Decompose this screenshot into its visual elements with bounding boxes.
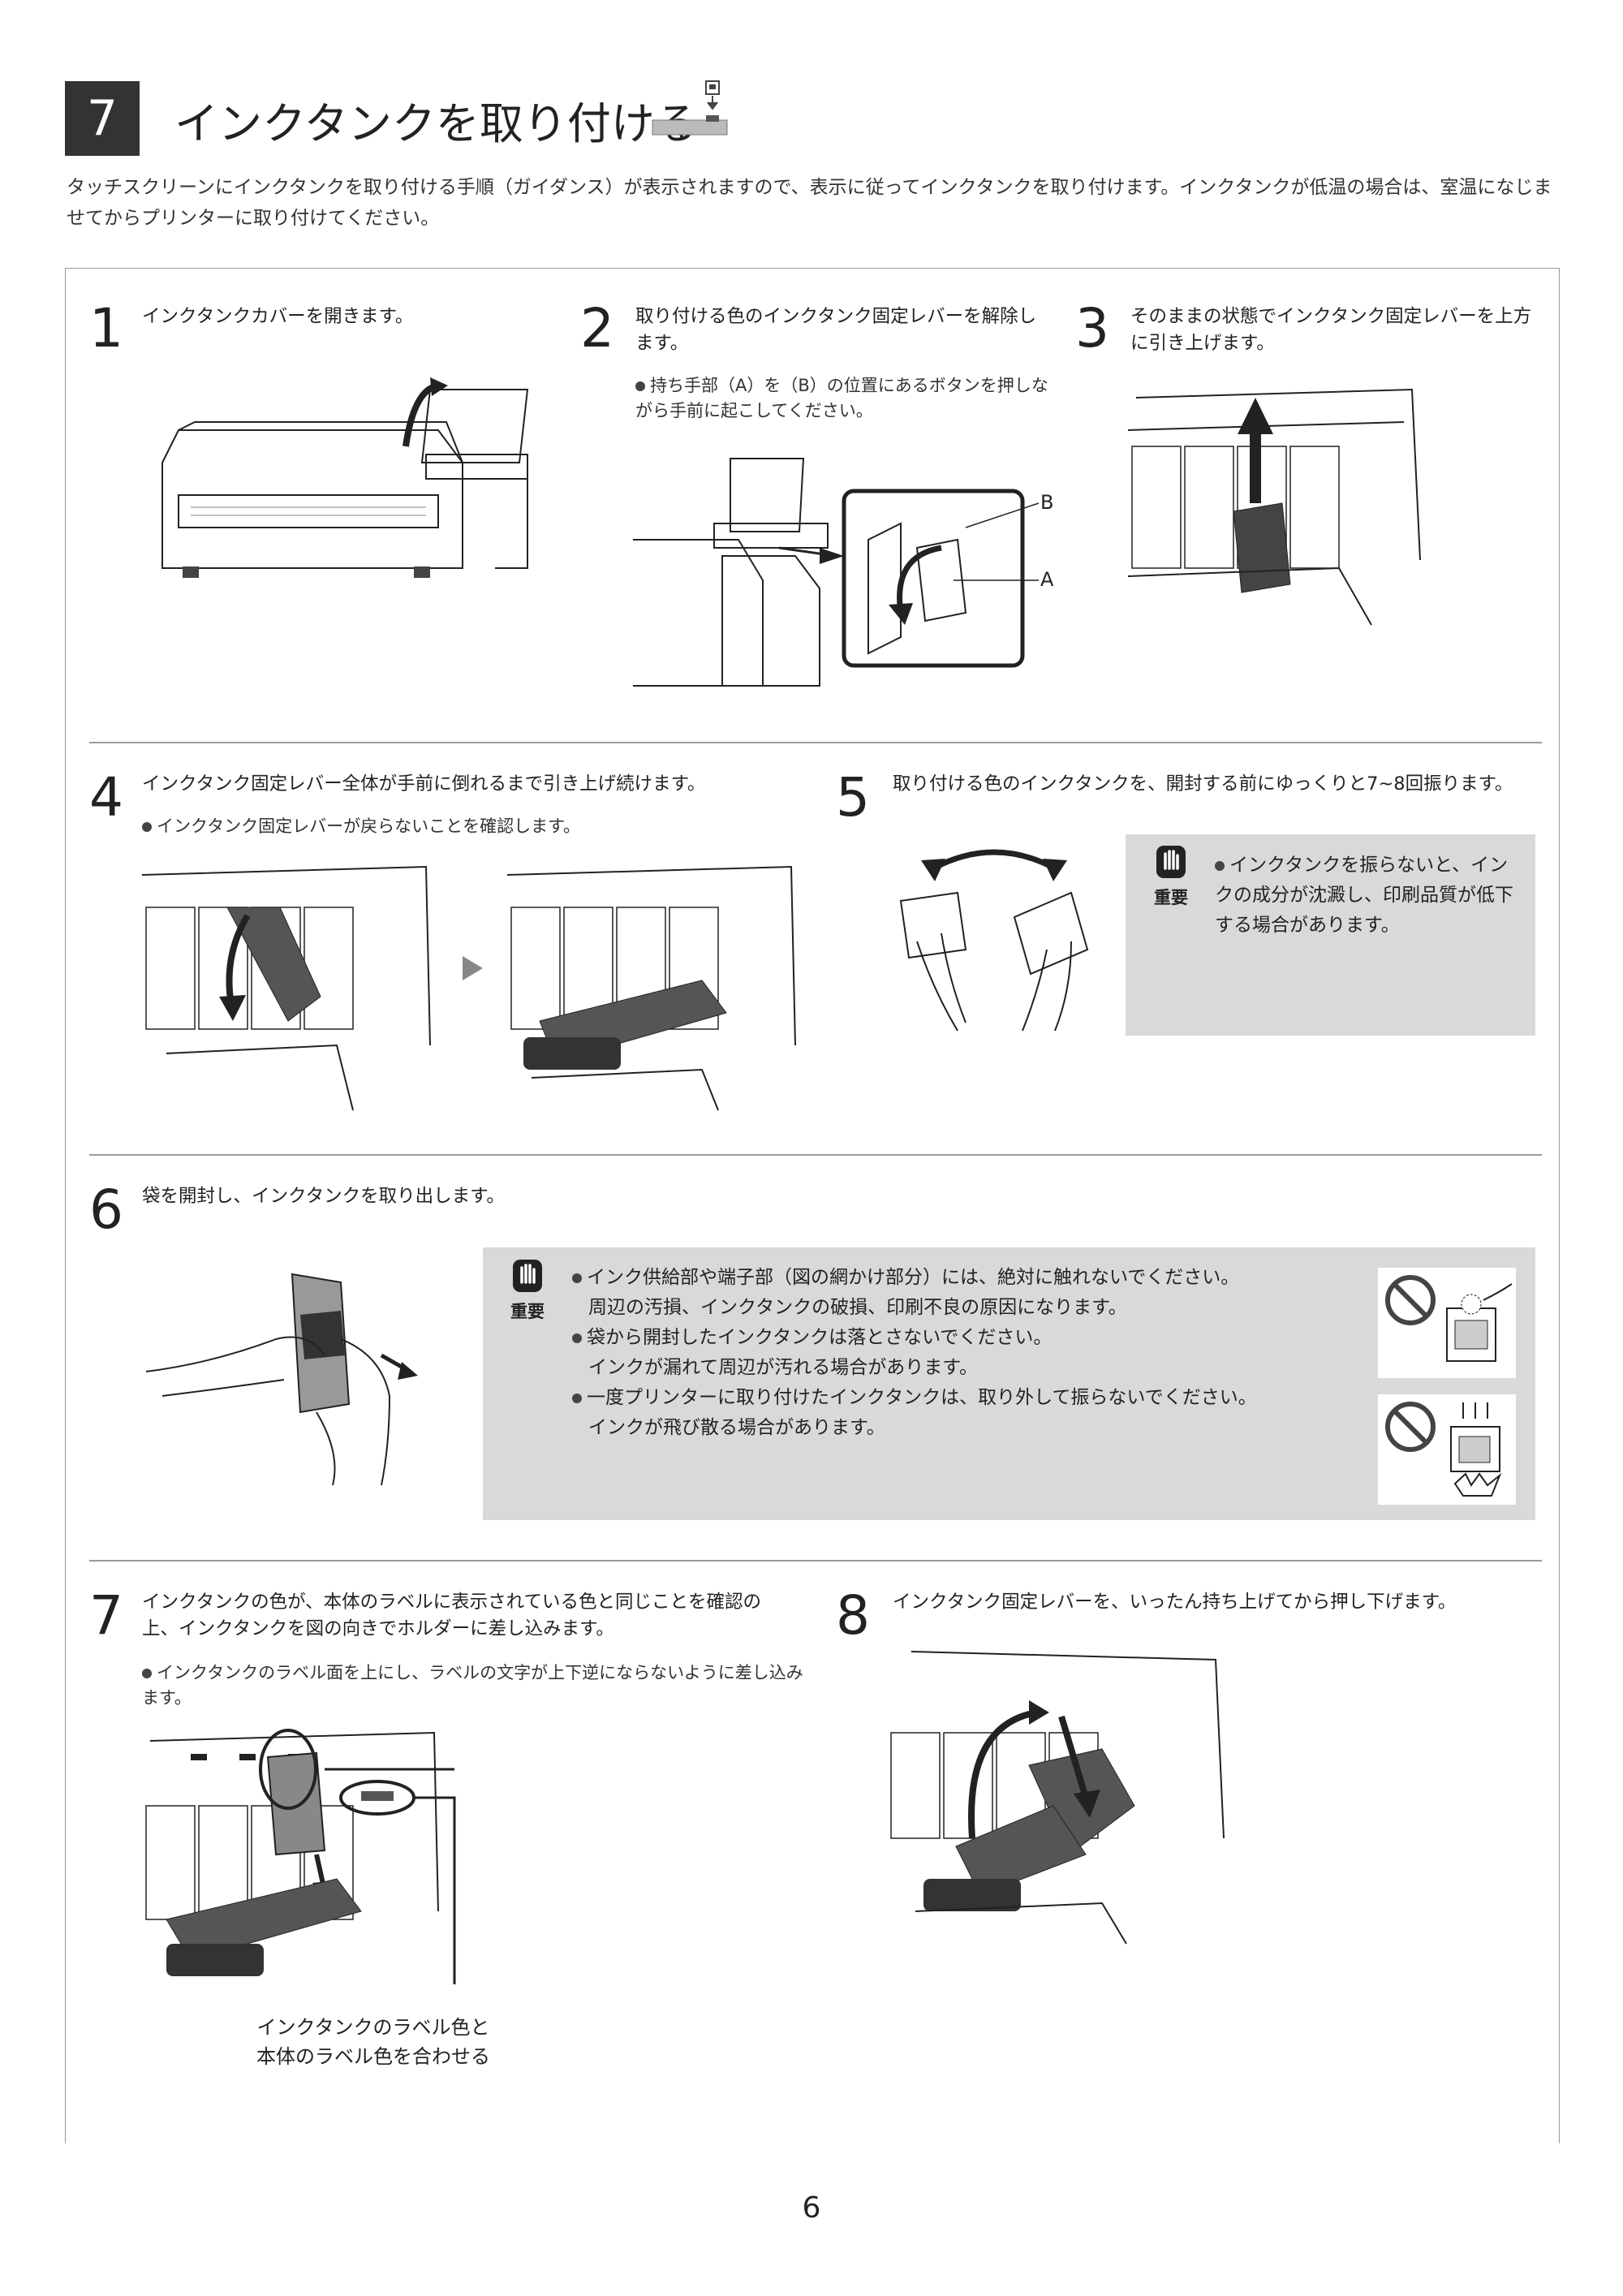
step-1-number: 1 [89,297,123,360]
step-8-number: 8 [836,1584,870,1647]
note-6-list: インク供給部や端子部（図の網かけ部分）には、絶対に触れないでください。 周辺の汚… [572,1263,1367,1443]
step-8-text: インクタンク固定レバーを、いったん持ち上げてから押し下げます。 [893,1592,1457,1613]
step-2-number: 2 [580,297,614,360]
note-5-box [1126,834,1535,1036]
page-number: 6 [802,2191,821,2225]
important-label-6: 重要 [510,1302,545,1321]
step-7-number: 7 [89,1584,123,1647]
section-title: インクタンクを取り付ける [174,98,699,149]
steps-frame [65,268,1560,2143]
important-marker-5: 重要 [1143,844,1199,909]
note-6-box [483,1247,1535,1520]
section-number-badge: 7 [65,81,140,156]
note-6-item-detail: インクが飛び散る場合があります。 [588,1417,885,1438]
hand-stop-icon [1156,846,1186,878]
step-5-number: 5 [836,766,870,829]
note-6-item: 一度プリンターに取り付けたインクタンクは、取り外して振らないでください。 [572,1383,1367,1413]
note-6-item-detail: 周辺の汚損、インクタンクの破損、印刷不良の原因になります。 [588,1297,1127,1318]
intro-text: タッチスクリーンにインクタンクを取り付ける手順（ガイダンス）が表示されますので、… [67,177,1552,229]
open-bag-illustration [145,1273,418,1486]
step-4-number: 4 [89,766,123,829]
row-divider-3 [89,1560,1542,1562]
shake-tank-illustration [899,849,1089,1032]
no-drop-tank-icon [1378,1394,1516,1505]
no-touch-terminal-icon [1378,1268,1516,1378]
row-divider-1 [89,742,1542,743]
lever-release-illustration [633,458,1040,687]
printer-illustration [161,377,529,578]
important-label-5: 重要 [1154,888,1188,907]
hand-stop-icon [513,1260,542,1292]
lever-pull-up-illustration [1127,388,1421,626]
label-match-callout: インクタンクのラベル色と 本体のラベル色を合わせる [243,2013,503,2071]
step-3-text: そのままの状態でインクタンク固定レバーを上方に引き上げます。 [1130,306,1532,354]
step-2-bullet: 持ち手部（A）を（B）の位置にあるボタンを押しながら手前に起こしてください。 [635,376,1048,420]
step-2-text: 取り付ける色のインクタンク固定レバーを解除します。 [635,306,1037,354]
step-5-text: 取り付ける色のインクタンクを、開封する前にゆっくりと7~8回振ります。 [893,773,1513,795]
ink-tank-icon [652,80,728,136]
note-5-text: インクタンクを振らないと、インクの成分が沈澱し、印刷品質が低下する場合があります… [1215,855,1513,936]
note-6-item-detail: インクが漏れて周辺が汚れる場合があります。 [588,1357,979,1378]
note-6-item: 袋から開封したインクタンクは落とさないでください。 [572,1323,1367,1353]
step-4-text: インクタンク固定レバー全体が手前に倒れるまで引き上げ続けます。 [142,773,706,795]
label-a: A [1040,568,1054,591]
insert-tank-illustration [145,1729,456,1984]
step-6-number: 6 [89,1178,123,1241]
lever-forward-illustration [141,865,796,1111]
lever-press-down-illustration [890,1651,1225,1945]
note-6-item: インク供給部や端子部（図の網かけ部分）には、絶対に触れないでください。 [572,1263,1367,1293]
step-1-text: インクタンクカバーを開きます。 [142,306,414,327]
callout-line-2: 本体のラベル色を合わせる [256,2045,490,2068]
label-b: B [1040,491,1054,514]
important-marker-6: 重要 [499,1258,556,1323]
step-7-text: インクタンクの色が、本体のラベルに表示されている色と同じことを確認の上、インクタ… [142,1592,761,1639]
step-3-number: 3 [1075,297,1109,360]
callout-line-1: インクタンクのラベル色と [256,2016,490,2039]
step-6-text: 袋を開封し、インクタンクを取り出します。 [142,1186,505,1207]
step-4-bullet: インクタンク固定レバーが戻らないことを確認します。 [142,814,840,839]
row-divider-2 [89,1154,1542,1156]
step-7-bullet: インクタンクのラベル面を上にし、ラベルの文字が上下逆にならないように差し込みます… [142,1663,803,1708]
